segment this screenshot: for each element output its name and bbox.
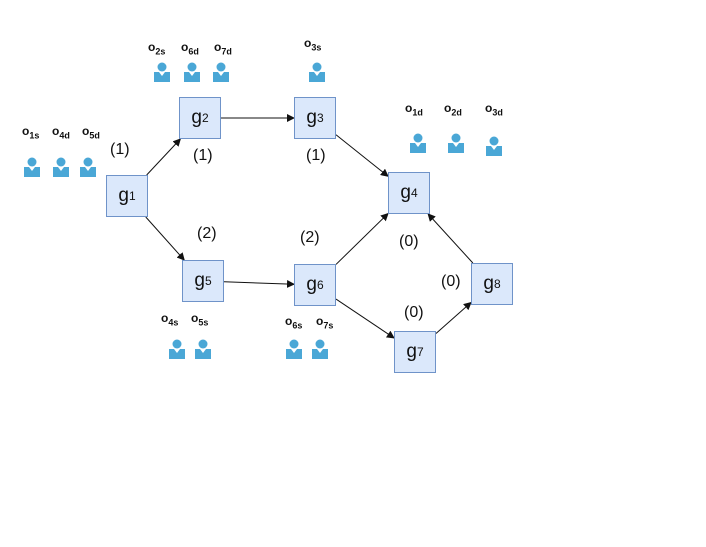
object-label-base: o (52, 124, 60, 138)
weight-g3: (1) (306, 147, 326, 164)
node-label: g (306, 107, 317, 128)
weight-g5: (2) (197, 225, 217, 242)
person-icon (311, 339, 329, 359)
node-label: g (406, 341, 417, 362)
object-label-g2-1: o6d (181, 40, 199, 57)
object-label-base: o (405, 101, 413, 115)
object-label-g5-0: o4s (161, 311, 179, 328)
person-icon (153, 62, 171, 82)
person-icon (79, 157, 97, 177)
person-icon (168, 339, 186, 359)
node-label: g (306, 274, 317, 295)
object-label-base: o (161, 311, 169, 325)
object-label-base: o (148, 40, 156, 54)
person-icon (23, 157, 41, 177)
object-label-g6-1: o7s (316, 314, 334, 331)
object-label-g3-0: o3s (304, 36, 322, 53)
person-icon (212, 62, 230, 82)
object-label-subscript: 6s (292, 320, 303, 331)
object-label-base: o (316, 314, 324, 328)
person-icon (52, 157, 70, 177)
node-label: g (118, 185, 129, 206)
object-label-g4-2: o3d (485, 101, 503, 118)
object-label-subscript: 7d (221, 46, 232, 57)
weight-g2: (1) (193, 147, 213, 164)
person-icon (447, 133, 465, 153)
object-label-base: o (444, 101, 452, 115)
object-label-g5-1: o5s (191, 311, 209, 328)
object-label-subscript: 3d (492, 107, 503, 118)
edge-g8-g4 (427, 213, 474, 264)
object-label-subscript: 2d (451, 107, 462, 118)
object-label-g4-1: o2d (444, 101, 462, 118)
object-label-base: o (22, 124, 30, 138)
object-label-subscript: 4d (59, 130, 70, 141)
edge-g5-g6 (223, 280, 295, 288)
object-label-g2-2: o7d (214, 40, 232, 57)
object-label-g6-0: o6s (285, 314, 303, 331)
object-label-base: o (191, 311, 199, 325)
object-label-base: o (181, 40, 189, 54)
edge-g6-g7 (335, 298, 395, 339)
object-label-base: o (285, 314, 293, 328)
object-label-subscript: 6d (188, 46, 199, 57)
object-label-base: o (485, 101, 493, 115)
weight-g4: (0) (399, 233, 419, 250)
object-label-g1-0: o1s (22, 124, 40, 141)
object-label-base: o (82, 124, 90, 138)
edge-g1-g5 (145, 216, 185, 261)
node-label: g (191, 107, 202, 128)
object-label-subscript: 3s (311, 42, 322, 53)
weight-g7: (0) (404, 304, 424, 321)
node-label: g (194, 270, 205, 291)
object-label-subscript: 5s (198, 317, 209, 328)
weight-g6: (2) (300, 229, 320, 246)
edge-g3-g4 (335, 134, 389, 177)
person-icon (485, 136, 503, 156)
edge-g1-g2 (146, 138, 182, 176)
object-label-subscript: 4s (168, 317, 179, 328)
object-label-subscript: 5d (89, 130, 100, 141)
node-label: g (483, 273, 494, 294)
edge-g7-g8 (435, 301, 472, 334)
object-label-base: o (304, 36, 312, 50)
object-label-g2-0: o2s (148, 40, 166, 57)
object-label-g1-2: o5d (82, 124, 100, 141)
object-label-subscript: 1d (412, 107, 423, 118)
object-label-subscript: 2s (155, 46, 166, 57)
node-label: g (400, 182, 411, 203)
object-label-g4-0: o1d (405, 101, 423, 118)
object-label-base: o (214, 40, 222, 54)
weight-g8: (0) (441, 273, 461, 290)
edge-g6-g4 (335, 212, 389, 265)
person-icon (308, 62, 326, 82)
object-label-g1-1: o4d (52, 124, 70, 141)
object-label-subscript: 1s (29, 130, 40, 141)
person-icon (194, 339, 212, 359)
object-label-subscript: 7s (323, 320, 334, 331)
weight-g1: (1) (110, 141, 130, 158)
person-icon (285, 339, 303, 359)
person-icon (183, 62, 201, 82)
person-icon (409, 133, 427, 153)
